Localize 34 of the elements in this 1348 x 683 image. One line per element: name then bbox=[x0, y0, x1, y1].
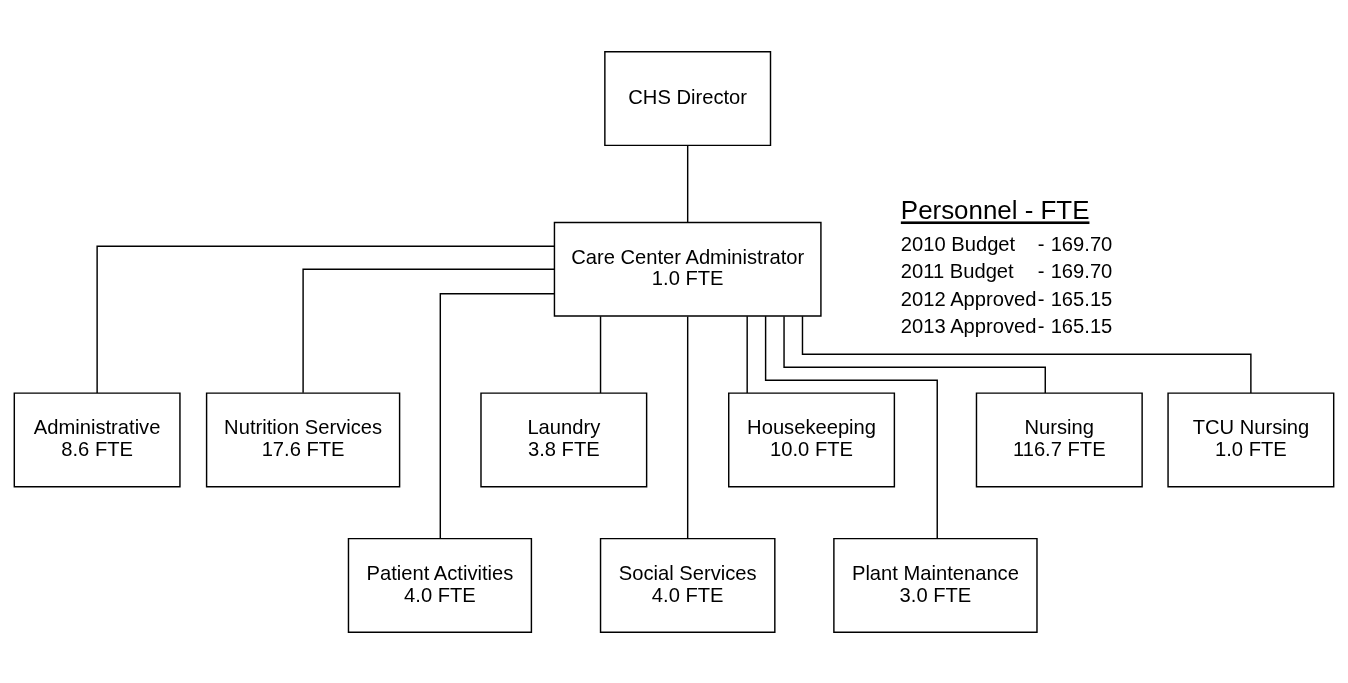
label: 2011 Budget bbox=[900, 259, 1014, 282]
label: Personnel - FTE bbox=[900, 195, 1090, 224]
label: 169.70 bbox=[1050, 259, 1113, 282]
node-box: Patient Activities 4.0 FTE bbox=[347, 537, 533, 633]
connector bbox=[686, 144, 689, 223]
connector bbox=[686, 315, 689, 539]
node-box: Care Center Administrator 1.0 FTE bbox=[553, 221, 822, 317]
node-box: Plant Maintenance 3.0 FTE bbox=[833, 537, 1038, 633]
node-box: Administrative 8.6 FTE bbox=[13, 391, 181, 487]
node-box: Nursing 116.7 FTE bbox=[975, 391, 1143, 487]
label: - bbox=[1037, 232, 1045, 255]
node-box: CHS Director bbox=[604, 50, 772, 146]
label: 165.15 bbox=[1050, 287, 1113, 310]
connector bbox=[302, 268, 555, 394]
label: 2010 Budget bbox=[900, 232, 1016, 255]
node-box: TCU Nursing 1.0 FTE bbox=[1167, 391, 1335, 487]
connector bbox=[96, 245, 556, 394]
label: - bbox=[1037, 259, 1045, 282]
node-box: Social Services 4.0 FTE bbox=[599, 537, 776, 633]
connector bbox=[439, 292, 555, 539]
node-box: Laundry 3.8 FTE bbox=[480, 391, 648, 487]
connector bbox=[764, 315, 938, 539]
label: - bbox=[1037, 314, 1045, 337]
label: 169.70 bbox=[1050, 232, 1113, 255]
connector bbox=[599, 315, 602, 394]
label: 2012 Approved bbox=[900, 287, 1037, 310]
label: - bbox=[1037, 287, 1045, 310]
connector bbox=[801, 315, 1252, 394]
connector bbox=[783, 315, 1046, 394]
connector bbox=[746, 315, 748, 394]
node-box: Housekeeping 10.0 FTE bbox=[728, 391, 896, 487]
node-box: Nutrition Services 17.6 FTE bbox=[205, 391, 401, 487]
label: 2013 Approved bbox=[900, 314, 1037, 337]
label: 165.15 bbox=[1050, 314, 1113, 337]
